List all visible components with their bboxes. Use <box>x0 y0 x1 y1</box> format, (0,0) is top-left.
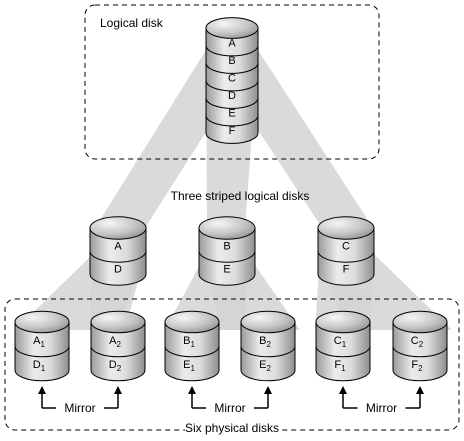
segment-label: C2 <box>411 335 424 349</box>
disk-body <box>164 321 220 382</box>
segment-label: E <box>228 107 235 119</box>
disk-top <box>164 310 220 334</box>
segment-label: C <box>228 72 236 84</box>
striped-disk-3: CF <box>317 216 375 286</box>
segment-label: E <box>223 264 230 276</box>
segment-divider <box>198 250 256 263</box>
arrow-up-icon <box>114 386 122 394</box>
disk-top <box>392 310 448 334</box>
mirror-label: Mirror <box>64 401 95 415</box>
disk-top <box>317 216 375 240</box>
segment-label: D <box>228 90 236 102</box>
mirror-connector-1: Mirror <box>38 386 122 415</box>
arrow-up-icon <box>339 386 347 394</box>
logical-disk-box <box>84 4 380 160</box>
disk-body <box>315 321 371 382</box>
segment-label: D <box>114 264 122 276</box>
segment-label: F <box>229 125 236 137</box>
segment-label: C1 <box>334 335 347 349</box>
segment-label: D2 <box>109 359 122 373</box>
arrow-up-icon <box>416 386 424 394</box>
segment-divider <box>164 345 220 358</box>
logical-disk-label: Logical disk <box>100 16 164 30</box>
segment-divider <box>317 250 375 263</box>
disk-body <box>14 321 70 382</box>
segment-label: F2 <box>411 359 423 373</box>
disk-top <box>240 310 296 334</box>
segment-divider <box>240 345 296 358</box>
segment-divider <box>205 80 259 92</box>
disk-top <box>315 310 371 334</box>
disk-body <box>205 27 259 144</box>
disk-body <box>90 321 146 382</box>
three-striped-label: Three striped logical disks <box>171 189 310 203</box>
arrow-up-icon <box>38 386 46 394</box>
mirror-connector-2: Mirror <box>188 386 272 415</box>
mirror-label: Mirror <box>366 401 397 415</box>
segment-divider <box>205 62 259 74</box>
segment-label: A <box>114 241 122 253</box>
striped-disk-1: AD <box>89 216 147 286</box>
mirrors-layer: Mirror Mirror Mirror <box>38 386 424 415</box>
disk-body <box>240 321 296 382</box>
arrow-up-icon <box>188 386 196 394</box>
segment-label: D1 <box>33 359 46 373</box>
segment-label: B2 <box>259 335 271 349</box>
arrow-up-icon <box>264 386 272 394</box>
disk-top <box>198 216 256 240</box>
segment-label: C <box>342 241 350 253</box>
striped-disk-2: BE <box>198 216 256 286</box>
six-physical-label: Six physical disks <box>185 421 279 435</box>
disk-top <box>205 17 259 39</box>
segment-label: B1 <box>183 335 195 349</box>
disk-body <box>392 321 448 382</box>
segment-divider <box>90 345 146 358</box>
disk-top <box>90 310 146 334</box>
segment-label: A1 <box>33 335 45 349</box>
segment-divider <box>205 97 259 109</box>
segment-divider <box>14 345 70 358</box>
segment-label: F <box>343 264 350 276</box>
segment-label: B <box>223 241 230 253</box>
segment-label: A2 <box>109 335 121 349</box>
mirror-label: Mirror <box>214 401 245 415</box>
segment-divider <box>392 345 448 358</box>
disk-body <box>89 227 147 286</box>
segment-label: F1 <box>334 359 346 373</box>
disk-top <box>14 310 70 334</box>
disk-body <box>317 227 375 286</box>
segment-label: A <box>228 37 236 49</box>
segment-label: B <box>228 55 235 67</box>
segment-divider <box>89 250 147 263</box>
segment-divider <box>315 345 371 358</box>
segment-label: E2 <box>259 359 271 373</box>
segment-divider <box>205 115 259 127</box>
disk-body <box>198 227 256 286</box>
segment-label: E1 <box>183 359 195 373</box>
segment-divider <box>205 45 259 57</box>
disk-top <box>89 216 147 240</box>
mirror-connector-3: Mirror <box>339 386 424 415</box>
